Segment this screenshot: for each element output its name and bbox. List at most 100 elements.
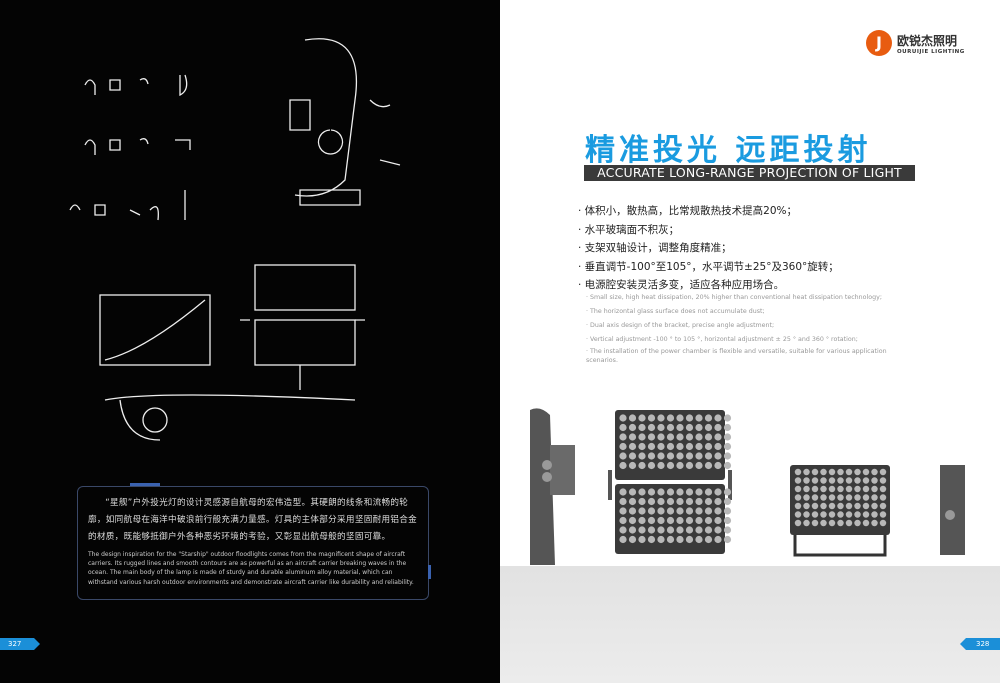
led-lens xyxy=(811,519,819,527)
led-lens xyxy=(695,488,703,496)
led-lens xyxy=(619,433,627,441)
led-lens xyxy=(704,535,713,544)
led-lens xyxy=(685,414,694,422)
led-lens xyxy=(879,519,887,527)
product-side-view-small xyxy=(940,465,965,555)
led-lens xyxy=(837,494,844,501)
led-lens xyxy=(723,516,732,525)
led-lens xyxy=(803,502,810,510)
led-lens xyxy=(676,442,684,451)
led-lens xyxy=(695,526,703,534)
led-lens xyxy=(723,433,732,441)
led-lens xyxy=(619,507,627,515)
logo-cn: 欧锐杰照明 xyxy=(897,33,958,48)
led-lens xyxy=(628,507,637,515)
led-lens xyxy=(619,535,627,544)
led-lens xyxy=(666,497,675,506)
led-lens xyxy=(676,516,684,525)
led-lens xyxy=(854,519,861,527)
led-lens xyxy=(862,468,870,476)
led-lens xyxy=(619,497,627,506)
led-lens xyxy=(803,477,810,484)
feature-en: · Vertical adjustment -100 ° to 105 °, h… xyxy=(586,336,858,343)
led-lens xyxy=(638,414,646,422)
led-lens xyxy=(695,507,703,515)
led-lens xyxy=(723,461,732,470)
led-lens xyxy=(695,442,703,451)
led-lens xyxy=(628,516,637,525)
led-lens xyxy=(854,511,861,518)
led-lens xyxy=(657,442,665,451)
led-lens xyxy=(723,488,732,496)
led-lens xyxy=(647,442,656,451)
feature-cn: · 体积小，散热高，比常规散热技术提高20%； xyxy=(578,205,798,217)
led-lens xyxy=(619,442,627,451)
led-lens xyxy=(676,433,684,441)
led-lens xyxy=(811,494,819,501)
led-lens xyxy=(638,461,646,470)
led-lens xyxy=(647,423,656,432)
formula-sketches xyxy=(69,74,191,221)
led-lens xyxy=(666,535,675,544)
led-lens xyxy=(862,485,870,493)
led-lens xyxy=(628,535,637,544)
led-lens xyxy=(666,442,675,451)
logo-en: OURUIJIE LIGHTING xyxy=(897,48,965,55)
led-lens xyxy=(714,488,722,496)
led-lens xyxy=(638,526,646,534)
feature-en: · Dual axis design of the bracket, preci… xyxy=(586,322,775,329)
led-lens xyxy=(879,511,887,518)
led-lens xyxy=(619,516,627,525)
description-cn: “星舰”户外投光灯的设计灵感源自航母的宏伟造型。其硬朗的线条和流畅的轮廓，如同航… xyxy=(88,498,418,542)
led-lens xyxy=(820,494,827,501)
led-lens xyxy=(676,423,684,432)
led-lens xyxy=(828,494,836,501)
led-lens xyxy=(794,477,802,484)
led-lens xyxy=(723,414,732,422)
led-lens xyxy=(647,535,656,544)
led-lens xyxy=(685,488,694,496)
led-lens xyxy=(666,452,675,460)
led-lens xyxy=(820,477,827,484)
lamp-front-sketch xyxy=(240,264,365,390)
description-en: The design inspiration for the "Starship… xyxy=(88,551,414,586)
led-lens xyxy=(695,516,703,525)
feature-en: · The horizontal glass surface does not … xyxy=(586,308,765,315)
led-lens xyxy=(657,461,665,470)
led-lens xyxy=(685,442,694,451)
led-lens xyxy=(704,442,713,451)
led-lens xyxy=(628,461,637,470)
description-box: “星舰”户外投光灯的设计灵感源自航母的宏伟造型。其硬朗的线条和流畅的轮廓，如同航… xyxy=(77,486,429,600)
lamp-side-sketch xyxy=(289,38,401,206)
led-lens xyxy=(871,502,878,510)
led-lens xyxy=(666,414,675,422)
led-lens xyxy=(638,433,646,441)
led-lens xyxy=(854,477,861,484)
led-lens xyxy=(685,526,694,534)
led-lens xyxy=(820,511,827,518)
led-lens xyxy=(666,507,675,515)
led-lens xyxy=(871,468,878,476)
led-lens xyxy=(714,442,722,451)
led-lens xyxy=(794,519,802,527)
led-lens xyxy=(714,497,722,506)
led-lens xyxy=(820,519,827,527)
led-lens xyxy=(794,502,802,510)
led-lens xyxy=(862,502,870,510)
led-lens xyxy=(685,433,694,441)
led-lens xyxy=(638,488,646,496)
led-lens xyxy=(820,468,827,476)
feature-cn: · 支架双轴设计，调整角度精准； xyxy=(578,242,732,254)
led-lens xyxy=(638,452,646,460)
feature-cn: · 水平玻璃面不积灰； xyxy=(578,223,680,236)
led-lens xyxy=(811,477,819,484)
features-cn: · 体积小，散热高，比常规散热技术提高20%； · 水平玻璃面不积灰； · 支架… xyxy=(578,202,839,295)
led-lens xyxy=(628,442,637,451)
feature-en: · Small size, high heat dissipation, 20%… xyxy=(586,294,882,301)
led-lens xyxy=(619,461,627,470)
led-lens xyxy=(695,535,703,544)
led-lens xyxy=(704,507,713,515)
led-lens xyxy=(837,519,844,527)
led-lens xyxy=(619,488,627,496)
led-lens xyxy=(845,485,853,493)
